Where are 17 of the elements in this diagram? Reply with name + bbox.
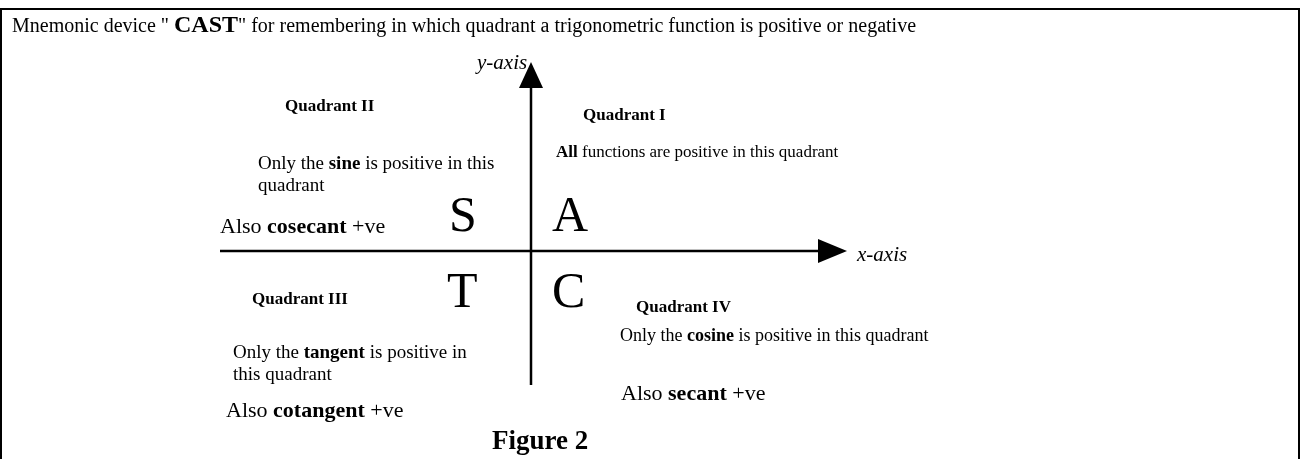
quadrant-heading: Quadrant I <box>583 105 666 125</box>
quadrant-note: Also cosecant +ve <box>220 213 386 239</box>
quadrant-note: Also cotangent +ve <box>226 397 404 423</box>
axis-label: x-axis <box>857 242 908 267</box>
quadrant-letter: C <box>552 262 586 320</box>
quadrant-heading: Quadrant III <box>252 289 348 309</box>
title-text: Mnemonic device " CAST" for remembering in which quadrant a trigonometric function is positive or negative <box>12 11 916 39</box>
quadrant-note: Only the tangent is positive in this quadrant <box>233 341 468 385</box>
quadrant-letter: T <box>447 262 478 320</box>
quadrant-note: Also secant +ve <box>621 380 766 406</box>
quadrant-note: All functions are positive in this quadrant <box>556 142 839 162</box>
quadrant-heading: Quadrant II <box>285 96 375 116</box>
axis-label: y-axis <box>477 50 528 75</box>
figure-caption: Figure 2 <box>492 425 589 457</box>
quadrant-heading: Quadrant IV <box>636 297 731 317</box>
quadrant-letter: A <box>552 186 589 244</box>
quadrant-note: Only the cosine is positive in this quadrant <box>620 325 930 346</box>
